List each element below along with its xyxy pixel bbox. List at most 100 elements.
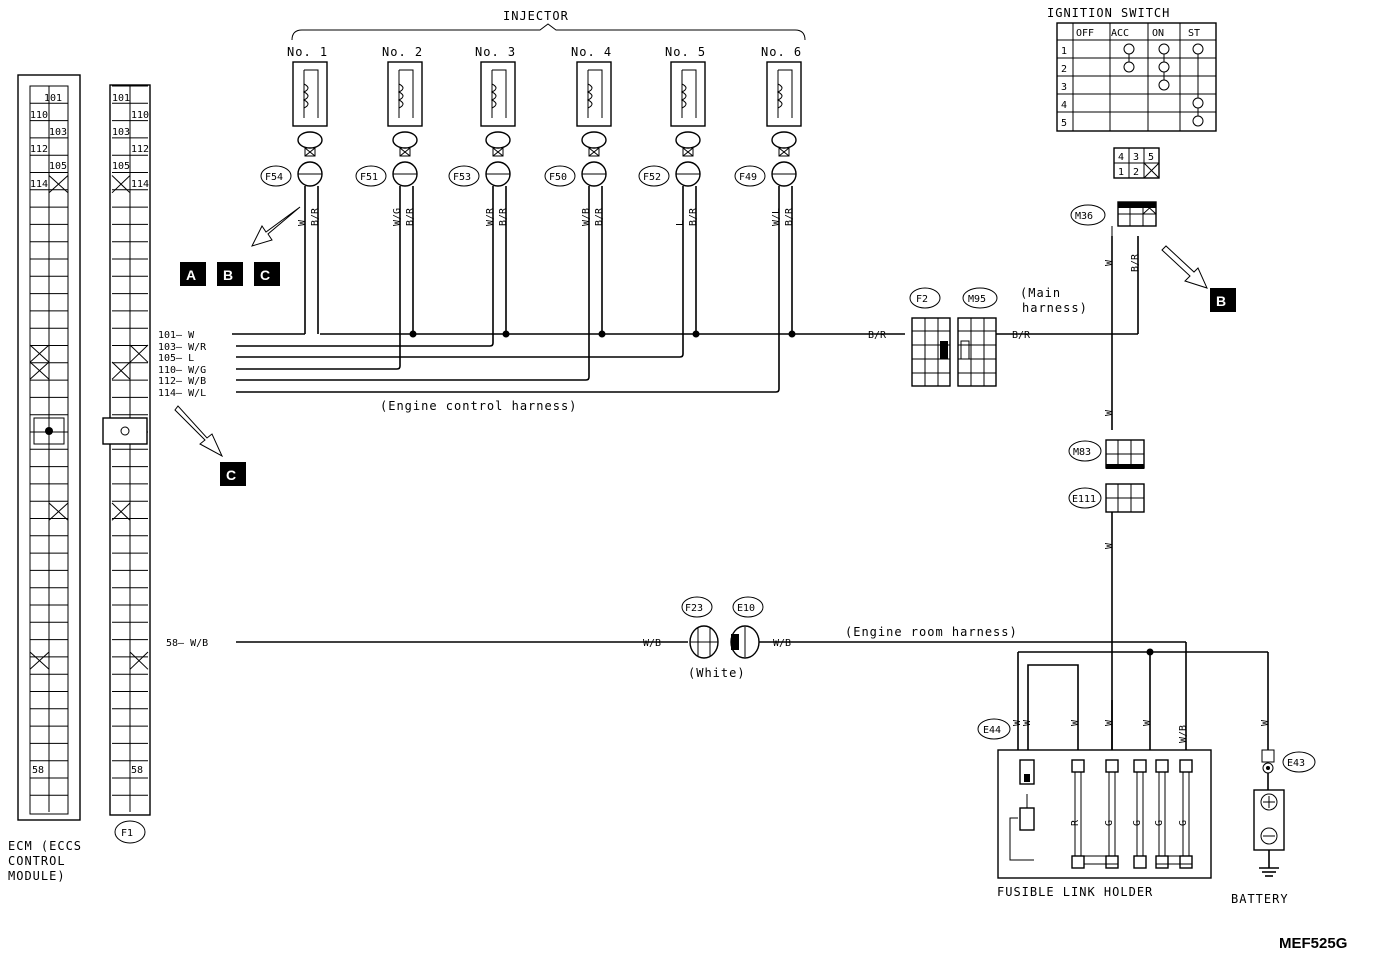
f1-connector-label: F1 [121, 828, 133, 839]
ecm-pin-112: 112 [30, 144, 48, 155]
ign-col-on: ON [1152, 28, 1164, 39]
ref-label-c-ecm: C [220, 462, 246, 486]
svg-text:B/R: B/R [784, 207, 795, 226]
injector-name: No. 2 [382, 45, 423, 59]
f1-connector: 101 110 103 112 105 114 58 F1 [102, 84, 151, 844]
injector-name: No. 6 [761, 45, 802, 59]
svg-text:B/R: B/R [594, 207, 605, 226]
wire-label-br-m95: B/R [1012, 330, 1031, 341]
svg-text:R: R [1070, 819, 1081, 826]
ecm-connector: 101 110 103 112 105 114 58 [17, 74, 81, 821]
svg-text:B: B [1216, 293, 1226, 309]
wire-label-w-mid: W [1104, 409, 1115, 416]
svg-text:G: G [1132, 820, 1143, 826]
ref-arrow-abc [251, 206, 301, 247]
svg-text:G: G [1104, 820, 1115, 826]
white-label: (White) [688, 666, 746, 680]
m83-connector: M83 [1068, 439, 1145, 469]
svg-text:W: W [297, 219, 308, 226]
wire-label-wb-fl6: W/B [1178, 725, 1189, 743]
e10-connector: E10 [730, 596, 764, 659]
ign-col-st: ST [1188, 28, 1200, 39]
f1-pin-58: 58 [131, 765, 143, 776]
svg-text:103— W/R: 103— W/R [158, 342, 207, 353]
ecm-pin-58: 58 [32, 765, 44, 776]
ecm-pin-110: 110 [30, 110, 48, 121]
ign-row-1: 1 [1061, 46, 1067, 57]
injector-name: No. 4 [571, 45, 612, 59]
wire-label-br-f2: B/R [868, 330, 887, 341]
main-harness-label-1: (Main [1020, 286, 1061, 300]
wire-label-w-e44-a: W [1012, 719, 1023, 726]
wire-label-w-fl5: W [1142, 719, 1153, 726]
svg-text:1: 1 [1118, 167, 1124, 178]
svg-text:B/R: B/R [310, 207, 321, 226]
svg-text:112— W/B: 112— W/B [158, 376, 206, 387]
injector-connector-F50: F50 [549, 172, 567, 183]
ecm-pin-row-58: 58— W/B [166, 638, 208, 649]
ecm-label-line3: MODULE) [8, 869, 66, 883]
svg-text:G: G [1154, 820, 1165, 826]
main-harness-label-2: harness) [1022, 301, 1088, 315]
svg-text:M83: M83 [1073, 447, 1091, 458]
ecm-pin-row-103: 103— W/R [158, 334, 494, 353]
battery: E43 [1253, 749, 1316, 877]
svg-text:W/R: W/R [485, 207, 496, 226]
ecm-pin-105: 105 [49, 161, 67, 172]
svg-text:B/R: B/R [405, 207, 416, 226]
injector-connector-F54: F54 [265, 172, 283, 183]
f1-pin-105: 105 [112, 161, 130, 172]
svg-text:B: B [223, 267, 233, 283]
injector-name: No. 3 [475, 45, 516, 59]
svg-text:F23: F23 [685, 603, 703, 614]
f1-pin-112: 112 [131, 144, 149, 155]
wire-label-wb-f23: W/B [643, 638, 661, 649]
ign-row-5: 5 [1061, 118, 1067, 129]
svg-text:2: 2 [1133, 167, 1139, 178]
svg-text:F2: F2 [916, 294, 928, 305]
ref-arrow-b [1161, 245, 1208, 289]
engine-control-harness-label: (Engine control harness) [380, 399, 577, 413]
svg-text:G: G [1178, 820, 1189, 826]
engine-room-harness-label: (Engine room harness) [845, 625, 1018, 639]
svg-text:4: 4 [1118, 152, 1124, 163]
svg-text:E43: E43 [1287, 758, 1305, 769]
wire-label-w-m36: W [1104, 259, 1115, 266]
f2-connector: F2 [909, 287, 951, 387]
injector-connector-F49: F49 [739, 172, 757, 183]
ecm-pin-row-105: 105— L [158, 334, 684, 364]
ref-label-c: C [254, 262, 280, 286]
ignition-switch-title: IGNITION SWITCH [1047, 6, 1170, 20]
wire-label-w-battery: W [1260, 719, 1271, 726]
svg-text:3: 3 [1133, 152, 1139, 163]
ecm-pin-row-114: 114— W/L [158, 334, 780, 399]
wire-label-br-m36: B/R [1130, 253, 1141, 272]
ign-row-4: 4 [1061, 100, 1067, 111]
ref-label-b-ign: B [1210, 288, 1236, 312]
svg-text:B/R: B/R [498, 207, 509, 226]
ecm-label-line2: CONTROL [8, 854, 66, 868]
injector-connector-F53: F53 [453, 172, 471, 183]
f1-pin-114: 114 [131, 179, 149, 190]
wire-label-w-fl4: W [1104, 719, 1115, 726]
ecm-pin-row-101: 101— W [158, 330, 305, 341]
f1-pin-110: 110 [131, 110, 149, 121]
svg-text:W/L: W/L [771, 208, 782, 226]
injector-name: No. 5 [665, 45, 706, 59]
wire-label-wb-e10: W/B [773, 638, 791, 649]
f23-connector: F23 [681, 596, 719, 659]
svg-text:W/B: W/B [581, 208, 592, 226]
ecm-pin-114: 114 [30, 179, 48, 190]
svg-text:105— L: 105— L [158, 353, 194, 364]
injector-connector-F51: F51 [360, 172, 378, 183]
battery-label: BATTERY [1231, 892, 1289, 906]
svg-text:5: 5 [1148, 152, 1154, 163]
ref-label-a: A [180, 262, 206, 286]
ignition-connector-pins: 4 3 5 1 2 [1113, 147, 1160, 179]
injector-name: No. 1 [287, 45, 328, 59]
